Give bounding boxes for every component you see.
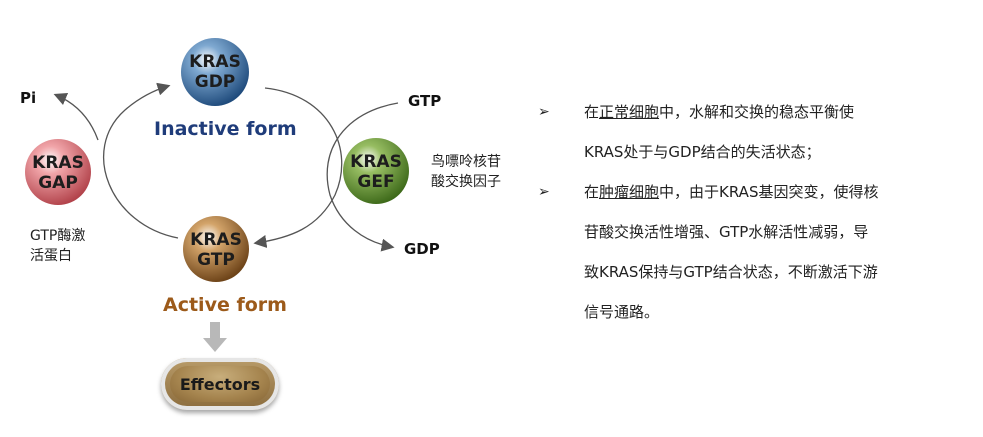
- bullet-line: 在正常细胞中，水解和交换的稳态平衡使: [584, 103, 855, 121]
- gtp-gdp-exchange-arrow: [326, 102, 399, 252]
- bullet-line: 致KRAS保持与GTP结合状态，不断激活下游: [584, 263, 878, 281]
- effector-arrow-shaft: [210, 322, 220, 340]
- explanation-bullets: ➢ 在正常细胞中，水解和交换的稳态平衡使 KRAS处于与GDP结合的失活状态； …: [538, 92, 978, 332]
- bullet-line: 信号通路。: [584, 303, 660, 321]
- arrow-bullet-icon: ➢: [538, 104, 550, 120]
- bullet-line: 在肿瘤细胞中，由于KRAS基因突变，使得核: [584, 183, 879, 201]
- effectors-label: Effectors: [170, 366, 270, 402]
- kras-gap-sphere: [25, 139, 91, 205]
- bullet-line: KRAS处于与GDP结合的失活状态；: [584, 143, 821, 161]
- gap-chinese-label: GTP酶激活蛋白: [30, 228, 86, 264]
- gef-chinese-label: 鸟嘌呤核苷酸交换因子: [431, 154, 501, 190]
- exchange-arc: [253, 87, 343, 248]
- kras-gef-sphere: [343, 138, 409, 204]
- arrow-bullet-icon: ➢: [538, 184, 550, 200]
- bullet-tumor-cells: ➢ 在肿瘤细胞中，由于KRAS基因突变，使得核 苷酸交换活性增强、GTP水解活性…: [538, 172, 978, 332]
- pi-label: Pi: [20, 89, 37, 107]
- hydrolysis-arc: [102, 82, 179, 239]
- pi-release-arrow: [53, 93, 99, 141]
- gdp-output-label: GDP: [404, 240, 440, 258]
- bullet-normal-cells: ➢ 在正常细胞中，水解和交换的稳态平衡使 KRAS处于与GDP结合的失活状态；: [538, 92, 978, 172]
- effector-arrow-head: [203, 338, 227, 352]
- effectors-box: Effectors: [161, 358, 279, 410]
- kras-gtp-sphere: [183, 216, 249, 282]
- active-form-label: Active form: [163, 294, 287, 316]
- gtp-input-label: GTP: [408, 92, 442, 110]
- kras-gdp-sphere: [181, 38, 249, 106]
- inactive-form-label: Inactive form: [154, 118, 297, 140]
- bullet-line: 苷酸交换活性增强、GTP水解活性减弱，导: [584, 223, 869, 241]
